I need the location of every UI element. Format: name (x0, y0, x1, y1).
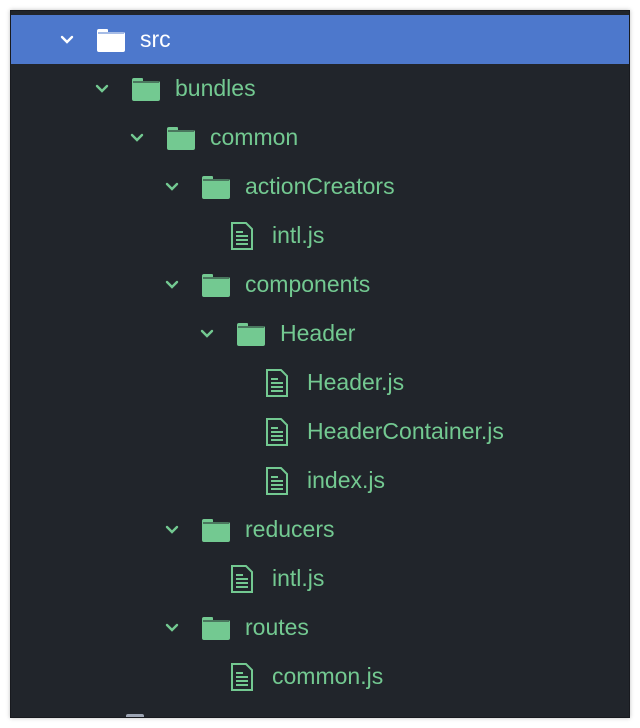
tree-item-label: actionCreators (245, 173, 395, 199)
folder-icon (201, 174, 231, 200)
folder-icon (96, 27, 126, 53)
chevron-down-icon[interactable] (200, 327, 214, 341)
folder-icon (201, 517, 231, 543)
chevron-down-icon[interactable] (165, 278, 179, 292)
tree-item-label: index.js (307, 467, 385, 493)
folder-icon (201, 272, 231, 298)
tree-item-label: src (140, 26, 171, 52)
chevron-down-icon[interactable] (60, 33, 74, 47)
tree-item-intl-js[interactable]: intl.js (11, 211, 629, 260)
file-icon (230, 662, 254, 692)
tree-item-header-js[interactable]: Header.js (11, 358, 629, 407)
chevron-down-icon[interactable] (95, 82, 109, 96)
chevron-down-icon[interactable] (165, 523, 179, 537)
tree-item-intl-js[interactable]: intl.js (11, 554, 629, 603)
tree-item-src[interactable]: src (11, 15, 629, 64)
horizontal-scrollbar[interactable] (126, 714, 144, 717)
tree-item-common[interactable]: common (11, 113, 629, 162)
folder-icon (131, 76, 161, 102)
tree-item-reducers[interactable]: reducers (11, 505, 629, 554)
folder-icon (166, 125, 196, 151)
file-icon (265, 466, 289, 496)
tree-item-label: common.js (272, 663, 384, 689)
tree-item-label: intl.js (272, 565, 325, 591)
tree-item-routes[interactable]: routes (11, 603, 629, 652)
tree-item-common-js[interactable]: common.js (11, 652, 629, 701)
file-icon (265, 368, 289, 398)
chevron-down-icon[interactable] (165, 180, 179, 194)
file-icon (230, 564, 254, 594)
tree-item-label: reducers (245, 516, 335, 542)
folder-icon (201, 615, 231, 641)
tree-item-label: common (210, 124, 299, 150)
tree-item-label: Header (280, 320, 356, 346)
tree-item-bundles[interactable]: bundles (11, 64, 629, 113)
tree-item-label: components (245, 271, 371, 297)
chevron-down-icon[interactable] (165, 621, 179, 635)
tree-item-actioncreators[interactable]: actionCreators (11, 162, 629, 211)
file-tree-panel: src bundles common actionCreators intl.j… (10, 10, 630, 718)
tree-item-label: Header.js (307, 369, 405, 395)
tree-item-label: routes (245, 614, 309, 640)
file-icon (265, 417, 289, 447)
file-icon (230, 221, 254, 251)
folder-icon (236, 321, 266, 347)
tree-item-components[interactable]: components (11, 260, 629, 309)
tree-item-label: HeaderContainer.js (307, 418, 504, 444)
tree-item-header-folder[interactable]: Header (11, 309, 629, 358)
tree-item-headercontainer-js[interactable]: HeaderContainer.js (11, 407, 629, 456)
tree-item-index-js[interactable]: index.js (11, 456, 629, 505)
tree-item-label: bundles (175, 75, 256, 101)
tree-item-label: intl.js (272, 222, 325, 248)
chevron-down-icon[interactable] (130, 131, 144, 145)
